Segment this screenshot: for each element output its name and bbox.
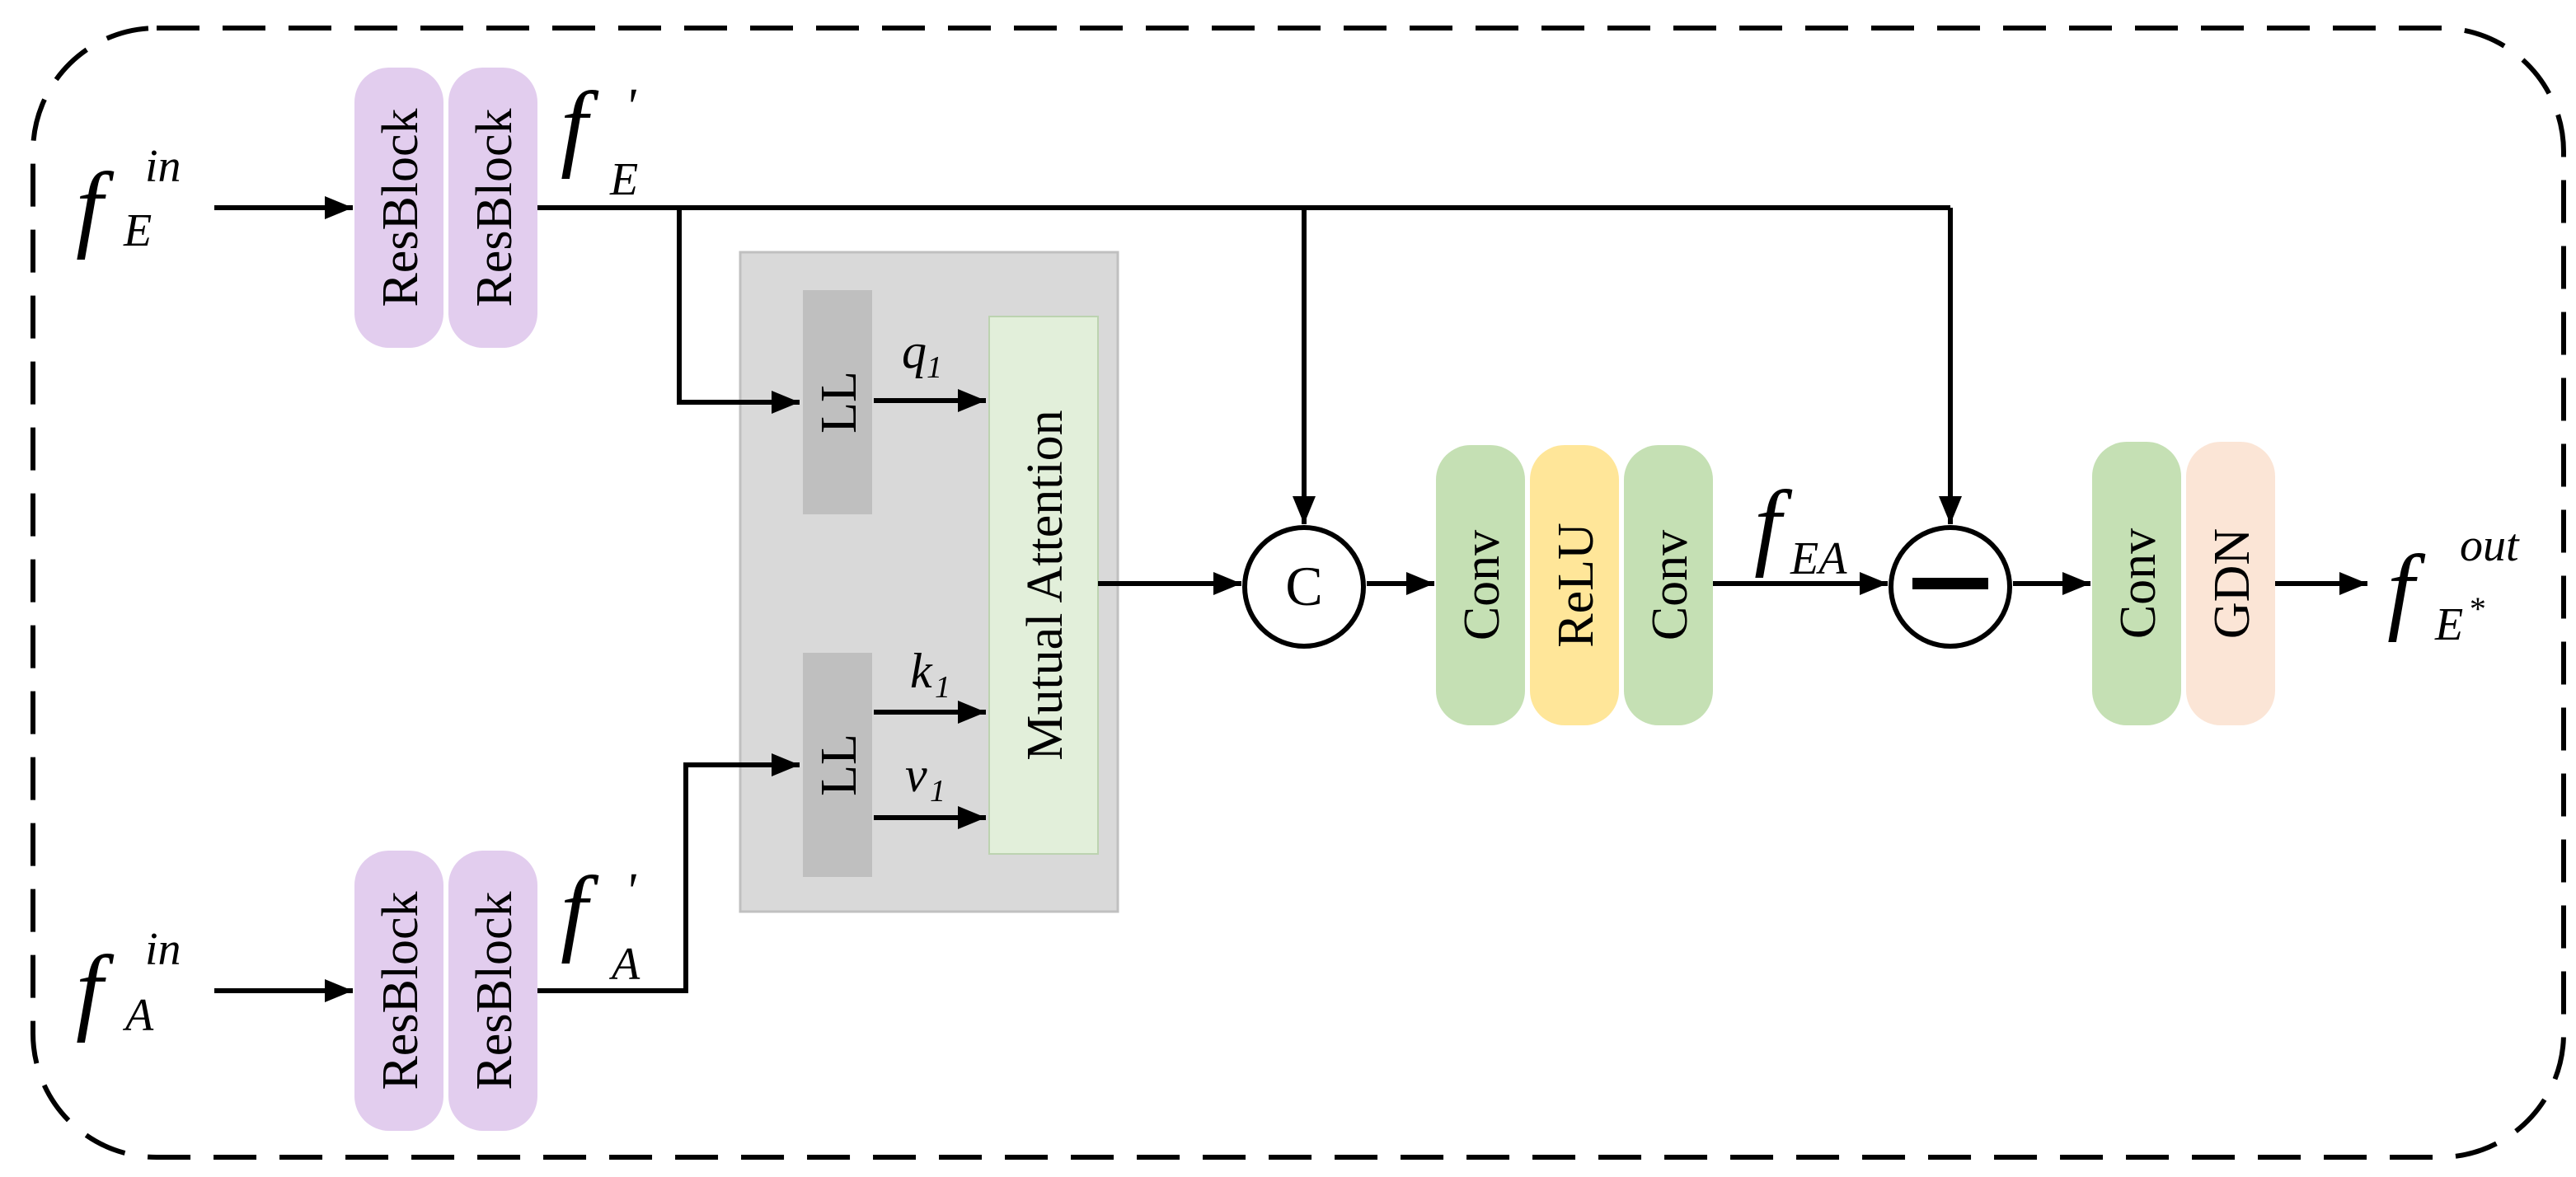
arrow-to-ll-top xyxy=(677,208,800,414)
svg-text:1: 1 xyxy=(930,774,945,809)
conv-3-label: Conv xyxy=(2110,528,2166,639)
label-f-EA: f EA xyxy=(1754,471,1847,584)
resblock-bottom-1-label: ResBlock xyxy=(373,891,429,1090)
gdn-block xyxy=(2186,442,2275,725)
concat-label: C xyxy=(1285,555,1322,617)
svg-text:f: f xyxy=(2387,535,2426,643)
svg-text:k: k xyxy=(910,644,933,698)
label-v1: v 1 xyxy=(905,748,945,809)
label-f-E-prime: f ' E xyxy=(561,72,638,205)
label-f-A-prime: f ' A xyxy=(561,856,640,990)
label-k1: k 1 xyxy=(910,644,950,705)
relu-label: ReLU xyxy=(1548,523,1604,648)
svg-text:A: A xyxy=(122,990,154,1041)
concat-circle xyxy=(1242,525,1366,649)
resblock-top-2-label: ResBlock xyxy=(467,108,523,307)
conv-block-3 xyxy=(2092,442,2181,725)
resblock-top-2 xyxy=(448,68,537,348)
svg-text:q: q xyxy=(902,324,927,378)
svg-text:1: 1 xyxy=(935,670,950,705)
svg-text:': ' xyxy=(625,79,637,135)
svg-text:1: 1 xyxy=(927,350,942,385)
svg-text:f: f xyxy=(561,72,599,180)
arrow-to-ll-bottom xyxy=(537,753,800,993)
svg-text:': ' xyxy=(625,864,637,920)
outer-dashed-frame xyxy=(30,26,2566,1160)
label-q1: q 1 xyxy=(902,324,942,385)
svg-text:E: E xyxy=(609,154,638,205)
resblock-bottom-2-label: ResBlock xyxy=(467,891,523,1090)
svg-text:E: E xyxy=(2434,599,2463,650)
svg-text:EA: EA xyxy=(1790,533,1847,584)
svg-text:f: f xyxy=(1754,471,1793,579)
relu-block xyxy=(1530,445,1619,725)
svg-text:*: * xyxy=(2468,590,2485,627)
ll-top-label: LL xyxy=(811,371,867,434)
svg-text:A: A xyxy=(608,939,640,990)
label-f-A-in: f in A xyxy=(76,924,181,1043)
conv-block-1 xyxy=(1436,445,1525,725)
mutual-attention-block xyxy=(988,316,1099,855)
svg-text:f: f xyxy=(76,152,115,260)
ll-block-bottom xyxy=(803,653,872,877)
resblock-bottom-2 xyxy=(448,851,537,1131)
svg-text:out: out xyxy=(2460,520,2520,571)
ll-bottom-label: LL xyxy=(811,734,867,796)
conv-block-2 xyxy=(1624,445,1713,725)
svg-text:f: f xyxy=(561,856,599,964)
connectors xyxy=(214,196,2367,1002)
conv-2-label: Conv xyxy=(1642,530,1698,640)
resblock-bottom-1 xyxy=(354,851,443,1131)
resblock-top-1-label: ResBlock xyxy=(373,108,429,307)
svg-text:E: E xyxy=(123,205,152,256)
svg-text:in: in xyxy=(145,141,181,192)
mutual-attention-label: Mutual Attention xyxy=(1017,410,1073,760)
svg-text:v: v xyxy=(905,748,927,802)
resblock-top-1 xyxy=(354,68,443,348)
label-f-E-in: f in E xyxy=(76,141,181,260)
svg-text:f: f xyxy=(76,936,115,1043)
label-f-E-out: f out E * xyxy=(2387,520,2520,650)
ll-block-top xyxy=(803,290,872,514)
svg-text:in: in xyxy=(145,924,181,975)
conv-1-label: Conv xyxy=(1454,530,1510,640)
gdn-label: GDN xyxy=(2204,528,2260,639)
